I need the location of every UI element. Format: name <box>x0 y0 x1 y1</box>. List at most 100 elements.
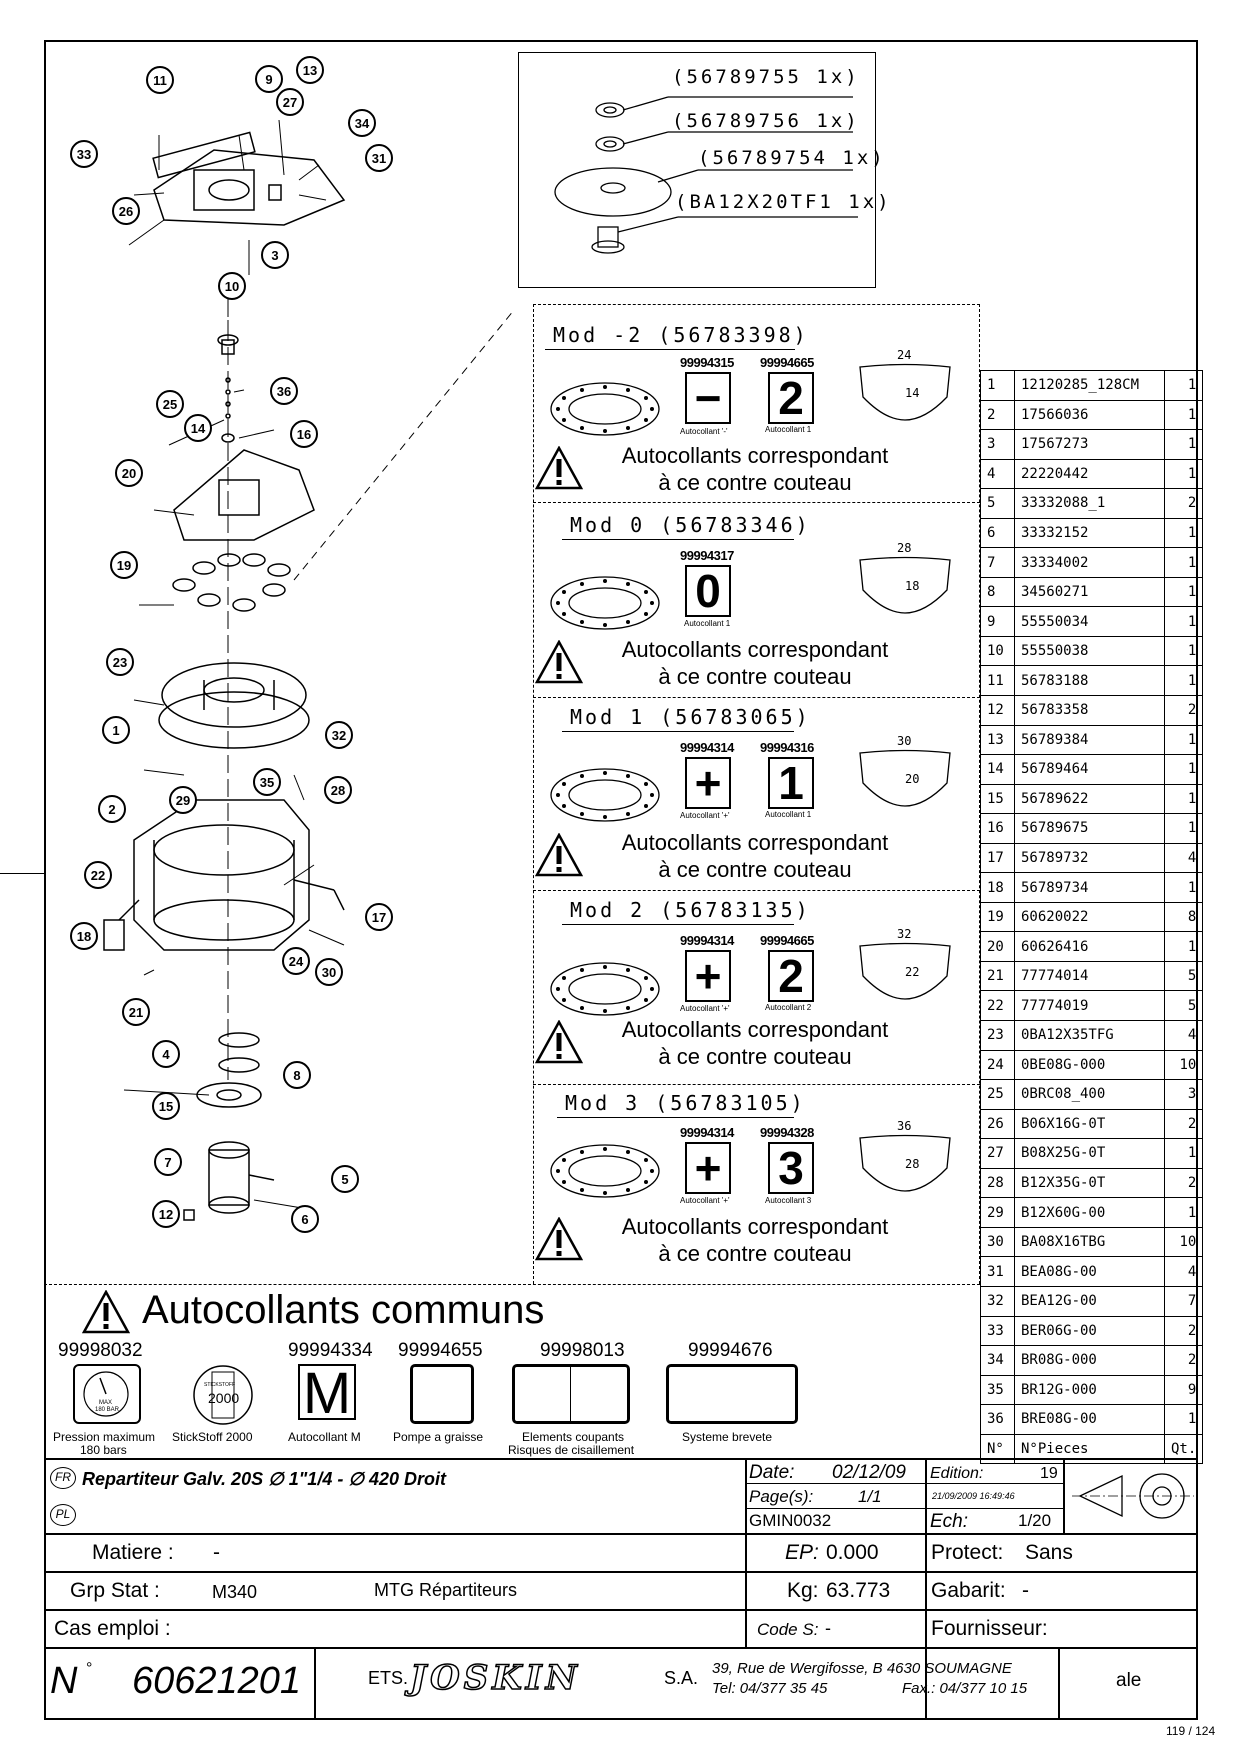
part-index: 6 <box>980 517 1015 549</box>
mod-divider-3 <box>533 890 980 891</box>
part-quantity: 2 <box>1163 695 1204 726</box>
callout-2: 2 <box>98 795 126 823</box>
callout-28: 28 <box>324 776 352 804</box>
callout-13: 13 <box>296 56 324 84</box>
callout-35: 35 <box>253 768 281 796</box>
edition-stamp: 21/09/2009 16:49:46 <box>932 1491 1015 1501</box>
mod-divider-1 <box>533 502 980 503</box>
matiere-label: Matiere : <box>92 1541 174 1564</box>
part-index: 24 <box>980 1049 1015 1081</box>
part-quantity: 8 <box>1163 901 1204 933</box>
mod-code-a: 99994314 <box>680 740 734 755</box>
part-number: BEA08G-00 <box>1014 1256 1165 1287</box>
part-number: 0BE08G-000 <box>1014 1049 1165 1081</box>
common-caption: 180 bars <box>80 1443 127 1457</box>
stickstoff-icon <box>193 1365 253 1425</box>
warning-line-1: Autocollants correspondant <box>621 637 889 662</box>
common-caption: Autocollant M <box>288 1430 361 1444</box>
sticker-plus: + <box>685 757 731 809</box>
tb-line-thin <box>925 1508 1063 1509</box>
warning-line-2: à ce contre couteau <box>658 470 852 495</box>
part-quantity: 1 <box>1163 813 1204 844</box>
part-quantity: 2 <box>1163 1315 1204 1347</box>
sticker-caption: Autocollant '-' <box>680 427 728 436</box>
part-quantity: 1 <box>1163 783 1204 815</box>
part-number: 56783358 <box>1014 695 1165 726</box>
part-quantity: 1 <box>1163 872 1204 903</box>
gabarit-label: Gabarit: <box>931 1579 1006 1602</box>
mod-title-2: Mod 2 (56783135) <box>570 898 811 922</box>
tb-line <box>44 1571 1198 1573</box>
bearing <box>196 1082 262 1108</box>
part-number: BEA12G-00 <box>1014 1285 1165 1317</box>
m-sticker: M <box>298 1364 356 1423</box>
part-quantity: 1 <box>1163 665 1204 697</box>
inset-label-2: (56789756 1x) <box>672 110 860 132</box>
knife-width: 24 <box>897 348 912 362</box>
gabarit-value: - <box>1022 1579 1029 1602</box>
mod-code-a: 99994314 <box>680 933 734 948</box>
mod-title-underline <box>562 924 794 925</box>
part-number: 56789384 <box>1014 724 1165 756</box>
ech-value: 1/20 <box>1018 1511 1052 1530</box>
part-quantity: 1 <box>1163 1138 1204 1169</box>
sticker-plus: + <box>685 1142 731 1194</box>
part-number: BRE08G-00 <box>1014 1404 1165 1435</box>
common-section-divider <box>44 1284 980 1285</box>
part-number: 17567273 <box>1014 429 1165 460</box>
part-number: 33332088_1 <box>1014 488 1165 519</box>
company-tel: Tel: 04/377 35 45 <box>712 1680 828 1697</box>
part-quantity: 3 <box>1163 1079 1204 1110</box>
company-address: 39, Rue de Wergifosse, B 4630 SOUMAGNE <box>712 1660 1012 1677</box>
mod-disc-minus2 <box>550 382 660 436</box>
sticker-caption: Autocollant 3 <box>765 1196 812 1205</box>
part-number: 22220442 <box>1014 458 1165 490</box>
callout-23: 23 <box>106 648 134 676</box>
part-index: 32 <box>980 1285 1015 1317</box>
callout-8: 8 <box>283 1061 311 1089</box>
grease-pump-sticker <box>410 1364 474 1424</box>
sticker-caption: Autocollant 1 <box>765 810 812 819</box>
callout-21: 21 <box>122 998 150 1026</box>
part-number: B08X25G-0T <box>1014 1138 1165 1169</box>
ep-label: EP: <box>785 1541 819 1564</box>
part-index: 8 <box>980 576 1015 608</box>
tb-line-thin <box>745 1508 925 1509</box>
fournisseur-label: Fournisseur: <box>931 1617 1048 1640</box>
knife-width: 32 <box>897 927 912 941</box>
mod-code-b: 99994665 <box>760 933 814 948</box>
part-quantity: 1 <box>1163 606 1204 637</box>
part-quantity: 1 <box>1163 517 1204 549</box>
part-index: 15 <box>980 783 1015 815</box>
cas-emploi-label: Cas emploi : <box>54 1617 171 1640</box>
mod-section-outline <box>533 304 980 1284</box>
part-quantity: 1 <box>1163 370 1204 401</box>
warning-line-1: Autocollants correspondant <box>621 1017 889 1042</box>
part-index: 36 <box>980 1404 1015 1435</box>
callout-30: 30 <box>315 958 343 986</box>
warning-line-1: Autocollants correspondant <box>621 1214 889 1239</box>
warning-line-2: à ce contre couteau <box>658 1044 852 1069</box>
part-index: 25 <box>980 1079 1015 1110</box>
tb-line-thin <box>925 1483 1063 1484</box>
warning-line-2: à ce contre couteau <box>658 1241 852 1266</box>
mod-code-a: 99994315 <box>680 355 734 370</box>
part-number: 34560271 <box>1014 576 1165 608</box>
part-index: 2 <box>980 399 1015 431</box>
callout-12: 12 <box>152 1200 180 1228</box>
tb-vline <box>745 1458 747 1647</box>
knife-width: 28 <box>897 541 912 555</box>
part-index: 9 <box>980 606 1015 637</box>
knife-depth: 28 <box>905 1157 920 1171</box>
callout-31: 31 <box>365 144 393 172</box>
